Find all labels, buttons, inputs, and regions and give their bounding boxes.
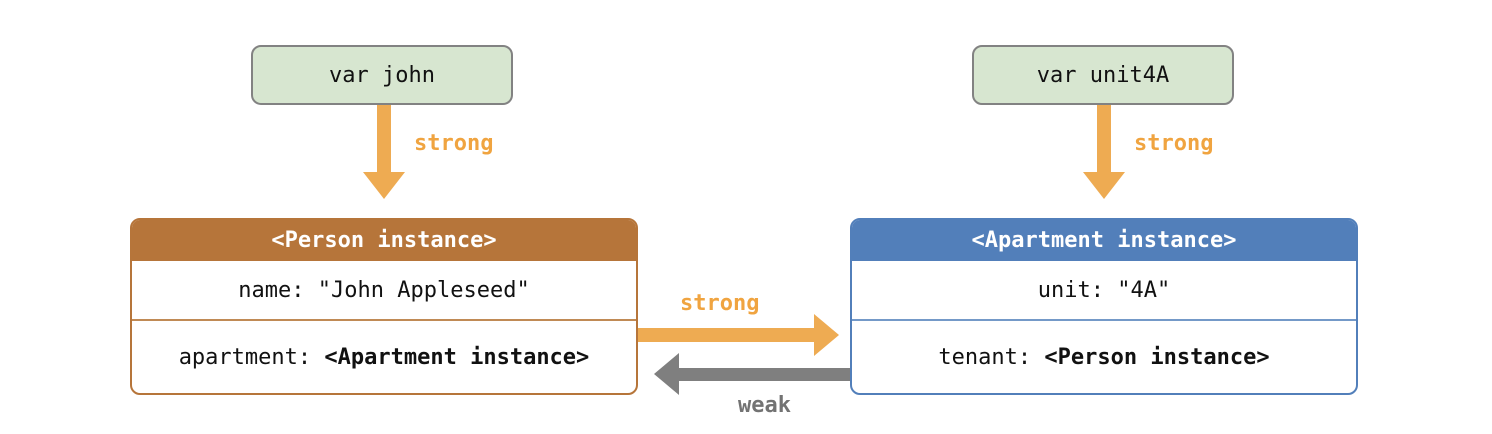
person-name-row: name: "John Appleseed" bbox=[132, 261, 636, 321]
strong-label-right: strong bbox=[1134, 131, 1214, 156]
strong-label-middle: strong bbox=[680, 291, 760, 316]
apartment-instance-box: <Apartment instance> unit: "4A" tenant: … bbox=[850, 218, 1358, 395]
strong-arrow-person-to-apartment-head bbox=[814, 314, 839, 356]
weak-arrow-apartment-to-person-head bbox=[654, 353, 679, 395]
var-unit4a-node: var unit4A bbox=[972, 45, 1234, 105]
weak-arrow-apartment-to-person bbox=[679, 368, 850, 381]
strong-arrow-unit4a-to-apartment-head bbox=[1083, 172, 1125, 199]
var-john-node: var john bbox=[251, 45, 513, 105]
apartment-tenant-value: <Person instance> bbox=[1044, 344, 1270, 370]
apartment-tenant-property: tenant: bbox=[938, 344, 1045, 370]
strong-arrow-person-to-apartment bbox=[638, 328, 814, 342]
person-instance-header-label: <Person instance> bbox=[271, 228, 497, 253]
person-apartment-value: <Apartment instance> bbox=[324, 344, 590, 370]
person-apartment-row: apartment: <Apartment instance> bbox=[132, 321, 636, 393]
apartment-unit-property: unit: bbox=[1037, 277, 1118, 303]
person-instance-box: <Person instance> name: "John Appleseed"… bbox=[130, 218, 638, 395]
strong-arrow-john-to-person bbox=[377, 105, 391, 172]
apartment-instance-header-label: <Apartment instance> bbox=[971, 228, 1237, 253]
var-john-label: var john bbox=[329, 62, 435, 88]
apartment-unit-row: unit: "4A" bbox=[852, 261, 1356, 321]
person-apartment-property: apartment: bbox=[178, 344, 325, 370]
person-name-property: name: bbox=[238, 277, 318, 303]
strong-label-left: strong bbox=[414, 131, 494, 156]
apartment-unit-value: "4A" bbox=[1117, 277, 1171, 303]
person-instance-header: <Person instance> bbox=[132, 220, 636, 261]
person-name-value: "John Appleseed" bbox=[317, 277, 530, 303]
weak-label: weak bbox=[738, 393, 791, 418]
strong-arrow-unit4a-to-apartment bbox=[1097, 105, 1111, 172]
apartment-tenant-row: tenant: <Person instance> bbox=[852, 321, 1356, 393]
strong-arrow-john-to-person-head bbox=[363, 172, 405, 199]
var-unit4a-label: var unit4A bbox=[1036, 62, 1170, 88]
apartment-instance-header: <Apartment instance> bbox=[852, 220, 1356, 261]
